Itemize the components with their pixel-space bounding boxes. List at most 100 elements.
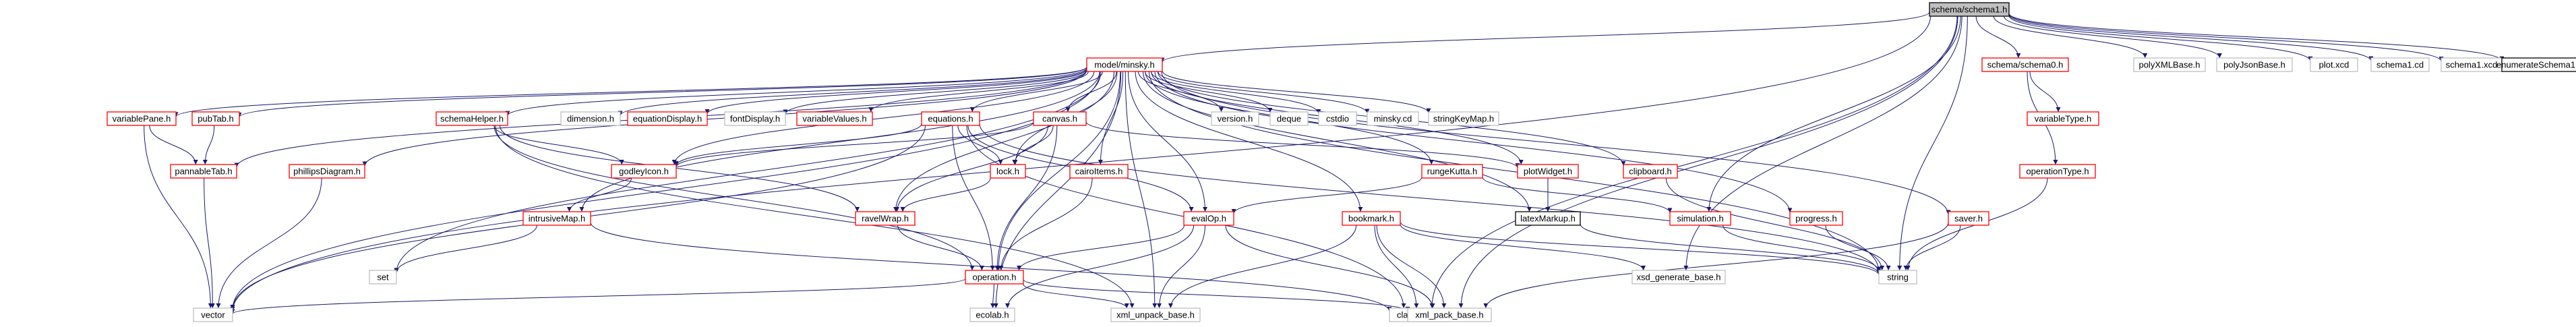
edge-schema1-to-xml_pack — [1458, 16, 1958, 309]
node-bookmark[interactable]: bookmark.h — [1342, 211, 1401, 226]
node-label-xml_unpack: xml_unpack_base.h — [1116, 310, 1195, 320]
node-ravelWrap[interactable]: ravelWrap.h — [855, 211, 916, 226]
node-box-ravelWrap — [855, 211, 916, 226]
node-label-variableType: variableType.h — [2035, 114, 2092, 124]
edge-minsky-to-pubTab — [237, 66, 1087, 118]
node-label-pannableTab: pannableTab.h — [175, 167, 232, 177]
edge-evalOp-to-xml_pack — [1225, 225, 1435, 309]
edge-canvas-to-ravelWrap — [895, 125, 1048, 212]
edge-schema1-to-xsd — [1683, 16, 1963, 271]
node-phillipsDiagram[interactable]: phillipsDiagram.h — [289, 164, 365, 179]
node-canvas[interactable]: canvas.h — [1033, 111, 1087, 126]
node-box-latexMarkup — [1515, 211, 1581, 226]
node-label-schemaHelper: schemaHelper.h — [440, 114, 504, 124]
node-box-evalOp — [1183, 211, 1234, 226]
node-equations[interactable]: equations.h — [921, 111, 980, 126]
node-label-pubTab: pubTab.h — [198, 114, 234, 124]
edge-equations-to-operation — [952, 125, 995, 271]
node-schema0[interactable]: schema/schema0.h — [1981, 57, 2069, 72]
edge-ravelWrap-to-operation — [897, 225, 984, 271]
edge-schemaHelper-to-operation — [493, 125, 975, 271]
node-label-canvas: canvas.h — [1042, 114, 1077, 124]
node-label-ecolab: ecolab.h — [976, 310, 1009, 320]
node-box-schemaHelper — [436, 111, 508, 126]
edge-latexMarkup-to-string — [1580, 223, 1882, 274]
node-box-schema1 — [1929, 2, 2010, 17]
node-label-string: string — [1887, 272, 1909, 283]
edge-bookmark-to-xsd — [1400, 224, 1646, 271]
node-variableType[interactable]: variableType.h — [2027, 111, 2099, 126]
edge-minsky-to-string — [1148, 71, 1882, 272]
edge-schema1-to-minsky — [1160, 11, 1930, 63]
node-label-deque: deque — [1277, 114, 1301, 124]
node-evalOp[interactable]: evalOp.h — [1183, 211, 1234, 226]
node-xsd: xsd_generate_base.h — [1631, 270, 1726, 285]
node-label-polyJsonBase: polyJsonBase.h — [2223, 60, 2285, 70]
edge-evalOp-to-xml_unpack — [1157, 225, 1205, 309]
edge-rungeKutta-to-simulation — [1482, 177, 1673, 213]
node-minskycd: minsky.cd — [1367, 111, 1419, 126]
node-clipboard[interactable]: clipboard.h — [1623, 164, 1678, 179]
node-box-pubTab — [191, 111, 240, 126]
edge-rungeKutta-to-evalOp — [1231, 177, 1422, 214]
edge-godleyIcon-to-intrusiveMap — [566, 177, 632, 212]
node-pannableTab[interactable]: pannableTab.h — [170, 164, 237, 179]
edge-equations-to-lock — [957, 125, 1003, 165]
node-simulation[interactable]: simulation.h — [1669, 211, 1731, 226]
node-box-canvas — [1033, 111, 1087, 126]
node-lock[interactable]: lock.h — [990, 164, 1026, 179]
edge-minsky-to-latexMarkup — [1143, 71, 1532, 212]
node-box-polyJsonBase — [2216, 57, 2293, 72]
edge-minsky-to-set — [394, 71, 1102, 274]
edge-canvas-to-lock — [1012, 125, 1054, 165]
node-pubTab[interactable]: pubTab.h — [191, 111, 240, 126]
node-operation[interactable]: operation.h — [965, 270, 1024, 285]
edge-canvas-to-operation — [994, 125, 1058, 271]
node-label-schema1: schema/schema1.h — [1931, 5, 2008, 15]
edge-saver-to-xml_pack — [1483, 222, 1949, 309]
edge-schema1-to-vector — [230, 16, 1931, 311]
edge-minsky-to-equations — [969, 71, 1104, 113]
node-variableValues[interactable]: variableValues.h — [796, 111, 873, 126]
node-cairoItems[interactable]: cairoItems.h — [1069, 164, 1129, 179]
edge-intrusiveMap-to-classdesc — [590, 222, 1392, 312]
node-box-bookmark — [1342, 211, 1401, 226]
node-box-phillipsDiagram — [289, 164, 365, 179]
node-saver[interactable]: saver.h — [1948, 211, 1989, 226]
node-operationType[interactable]: operationType.h — [2019, 164, 2096, 179]
node-box-ecolab — [969, 307, 1015, 322]
node-box-xml_unpack — [1110, 307, 1201, 322]
node-box-schema0 — [1981, 57, 2069, 72]
node-box-schema1cd — [2370, 57, 2430, 72]
edge-schema1-to-plotxcd — [2008, 15, 2313, 61]
node-schemaHelper[interactable]: schemaHelper.h — [436, 111, 508, 126]
node-version: version.h — [1211, 111, 1259, 126]
edge-schema1-to-polyJsonBase — [2004, 16, 2222, 59]
node-box-xml_pack — [1407, 307, 1492, 322]
edge-evalOp-to-ecolab — [1005, 225, 1195, 309]
edge-intrusiveMap-to-set — [394, 225, 537, 273]
node-godleyIcon[interactable]: godleyIcon.h — [611, 164, 677, 179]
node-label-variablePane: variablePane.h — [113, 114, 171, 124]
edge-schema1-to-classdesc — [1429, 16, 1958, 309]
edge-schema1-to-schema1xcd — [2008, 13, 2444, 62]
node-box-plotWidget — [1517, 164, 1579, 179]
node-minsky[interactable]: model/minsky.h — [1086, 57, 1163, 72]
edge-schemaHelper-to-godleyIcon — [493, 125, 624, 165]
node-box-version — [1211, 111, 1259, 126]
node-rungeKutta[interactable]: rungeKutta.h — [1421, 164, 1483, 179]
node-label-simulation: simulation.h — [1677, 214, 1723, 224]
node-label-minsky: model/minsky.h — [1094, 60, 1154, 70]
node-variablePane[interactable]: variablePane.h — [107, 111, 177, 126]
node-equationDisplay[interactable]: equationDisplay.h — [627, 111, 708, 126]
node-plotWidget[interactable]: plotWidget.h — [1517, 164, 1579, 179]
node-xml_unpack: xml_unpack_base.h — [1110, 307, 1201, 322]
node-progress[interactable]: progress.h — [1789, 211, 1843, 226]
node-label-saver: saver.h — [1954, 214, 1983, 224]
node-label-equations: equations.h — [928, 114, 973, 124]
edge-variablePane-to-vector — [144, 125, 213, 309]
node-intrusiveMap[interactable]: intrusiveMap.h — [522, 211, 591, 226]
node-box-clipboard — [1623, 164, 1678, 179]
edge-minsky-to-xml_unpack — [1125, 71, 1158, 309]
